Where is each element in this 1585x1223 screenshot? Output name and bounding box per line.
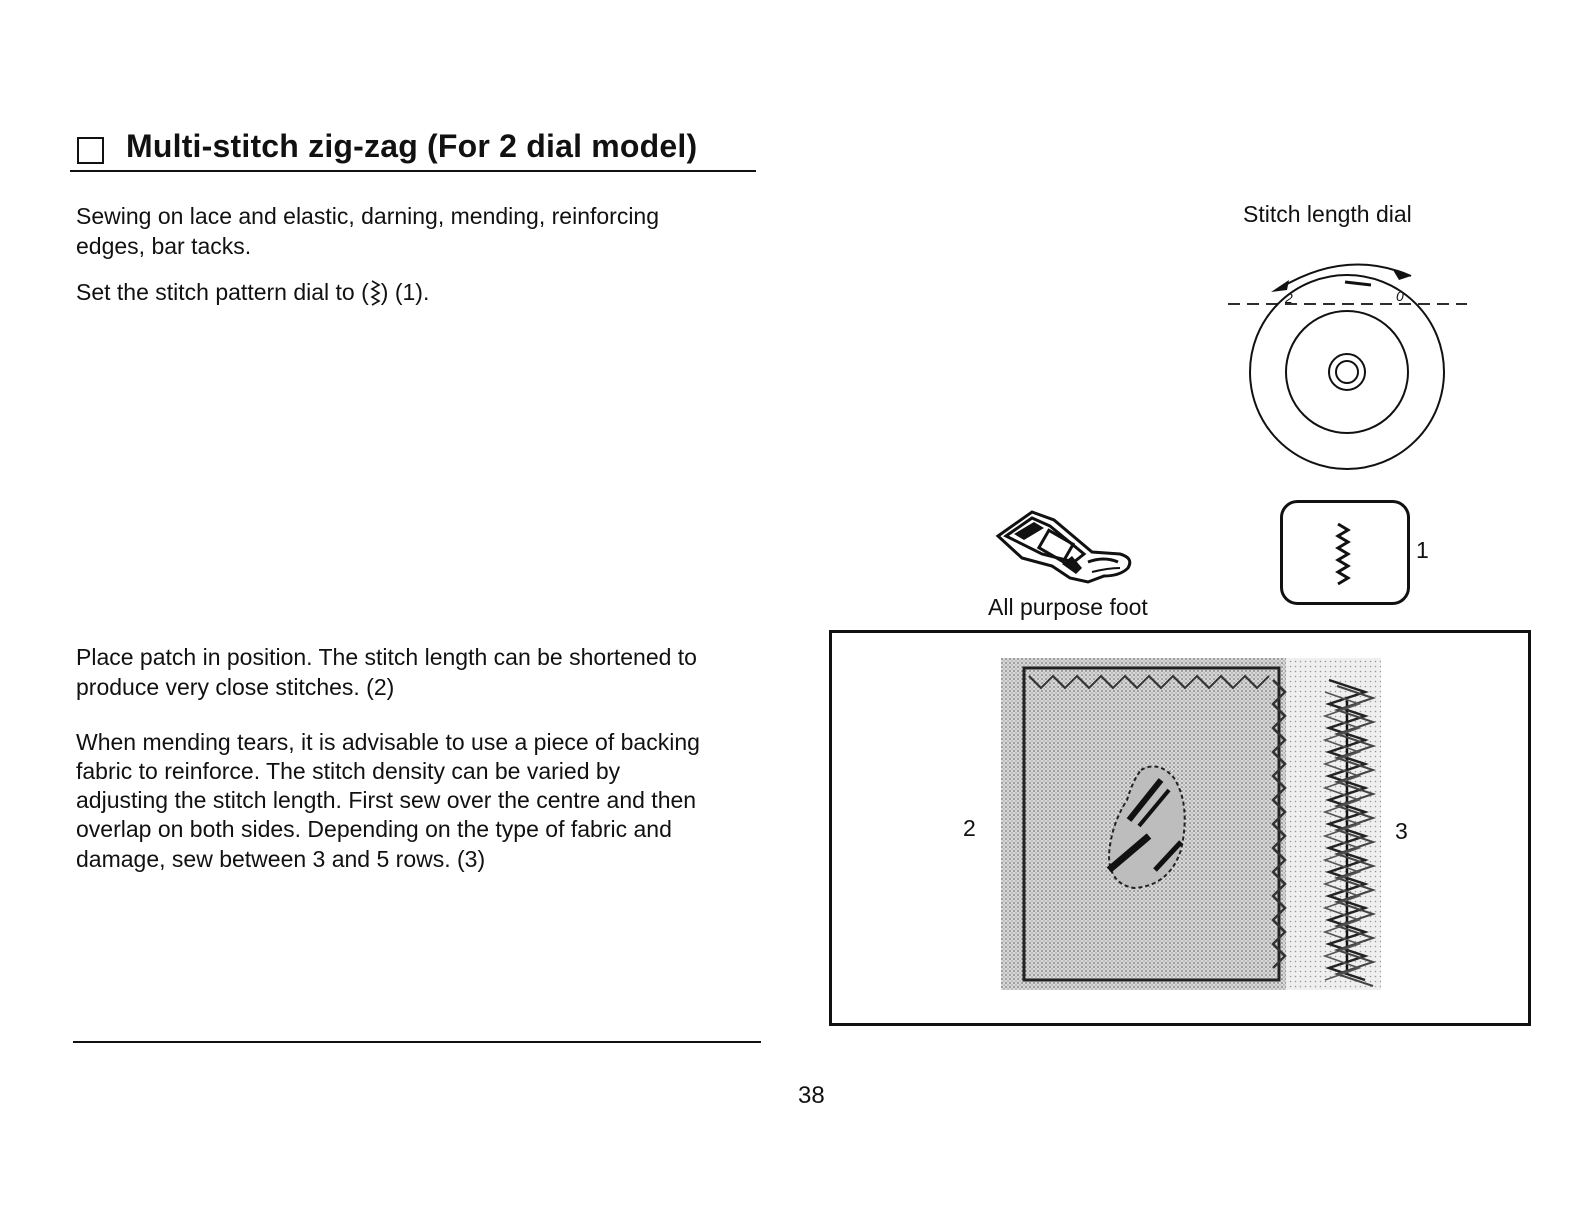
zigzag-pattern-icon [1335, 522, 1351, 586]
page-number: 38 [798, 1082, 825, 1109]
callout-3: 3 [1395, 818, 1408, 844]
heading-checkbox-icon [77, 137, 104, 164]
stitch-length-dial-label: Stitch length dial [1243, 201, 1412, 227]
mending-line-1: When mending tears, it is advisable to u… [76, 729, 700, 755]
dial-mark-0: 0 [1396, 288, 1404, 304]
section-title: Multi-stitch zig-zag (For 2 dial model) [126, 128, 698, 164]
intro-line-1: Sewing on lace and elastic, darning, men… [76, 203, 660, 229]
dial-mark-2: 2 [1285, 290, 1293, 306]
intro-set-suffix: ) (1). [380, 279, 430, 305]
all-purpose-foot-label: All purpose foot [988, 594, 1148, 620]
intro-set-dial: Set the stitch pattern dial to ( ) (1). [76, 278, 429, 308]
patch-line-1: Place patch in position. The stitch leng… [76, 644, 697, 670]
zigzag-stitch-icon [370, 280, 381, 306]
bottom-divider [73, 1041, 761, 1043]
mending-line-5: damage, sew between 3 and 5 rows. (3) [76, 846, 486, 872]
patch-line-2: produce very close stitches. (2) [76, 674, 395, 700]
intro-set-prefix: Set the stitch pattern dial to ( [76, 279, 369, 305]
mending-illustration [829, 630, 1531, 1026]
presser-foot-icon [995, 510, 1132, 584]
heading-underline [70, 170, 756, 172]
mending-line-4: overlap on both sides. Depending on the … [76, 816, 672, 842]
stitch-pattern-window [1280, 500, 1410, 605]
mending-line-2: fabric to reinforce. The stitch density … [76, 758, 621, 784]
intro-line-2: edges, bar tacks. [76, 233, 252, 259]
callout-2: 2 [963, 815, 976, 841]
stitch-length-dial-illustration [1228, 263, 1467, 470]
mending-line-3: adjusting the stitch length. First sew o… [76, 787, 697, 813]
callout-1: 1 [1416, 537, 1429, 563]
